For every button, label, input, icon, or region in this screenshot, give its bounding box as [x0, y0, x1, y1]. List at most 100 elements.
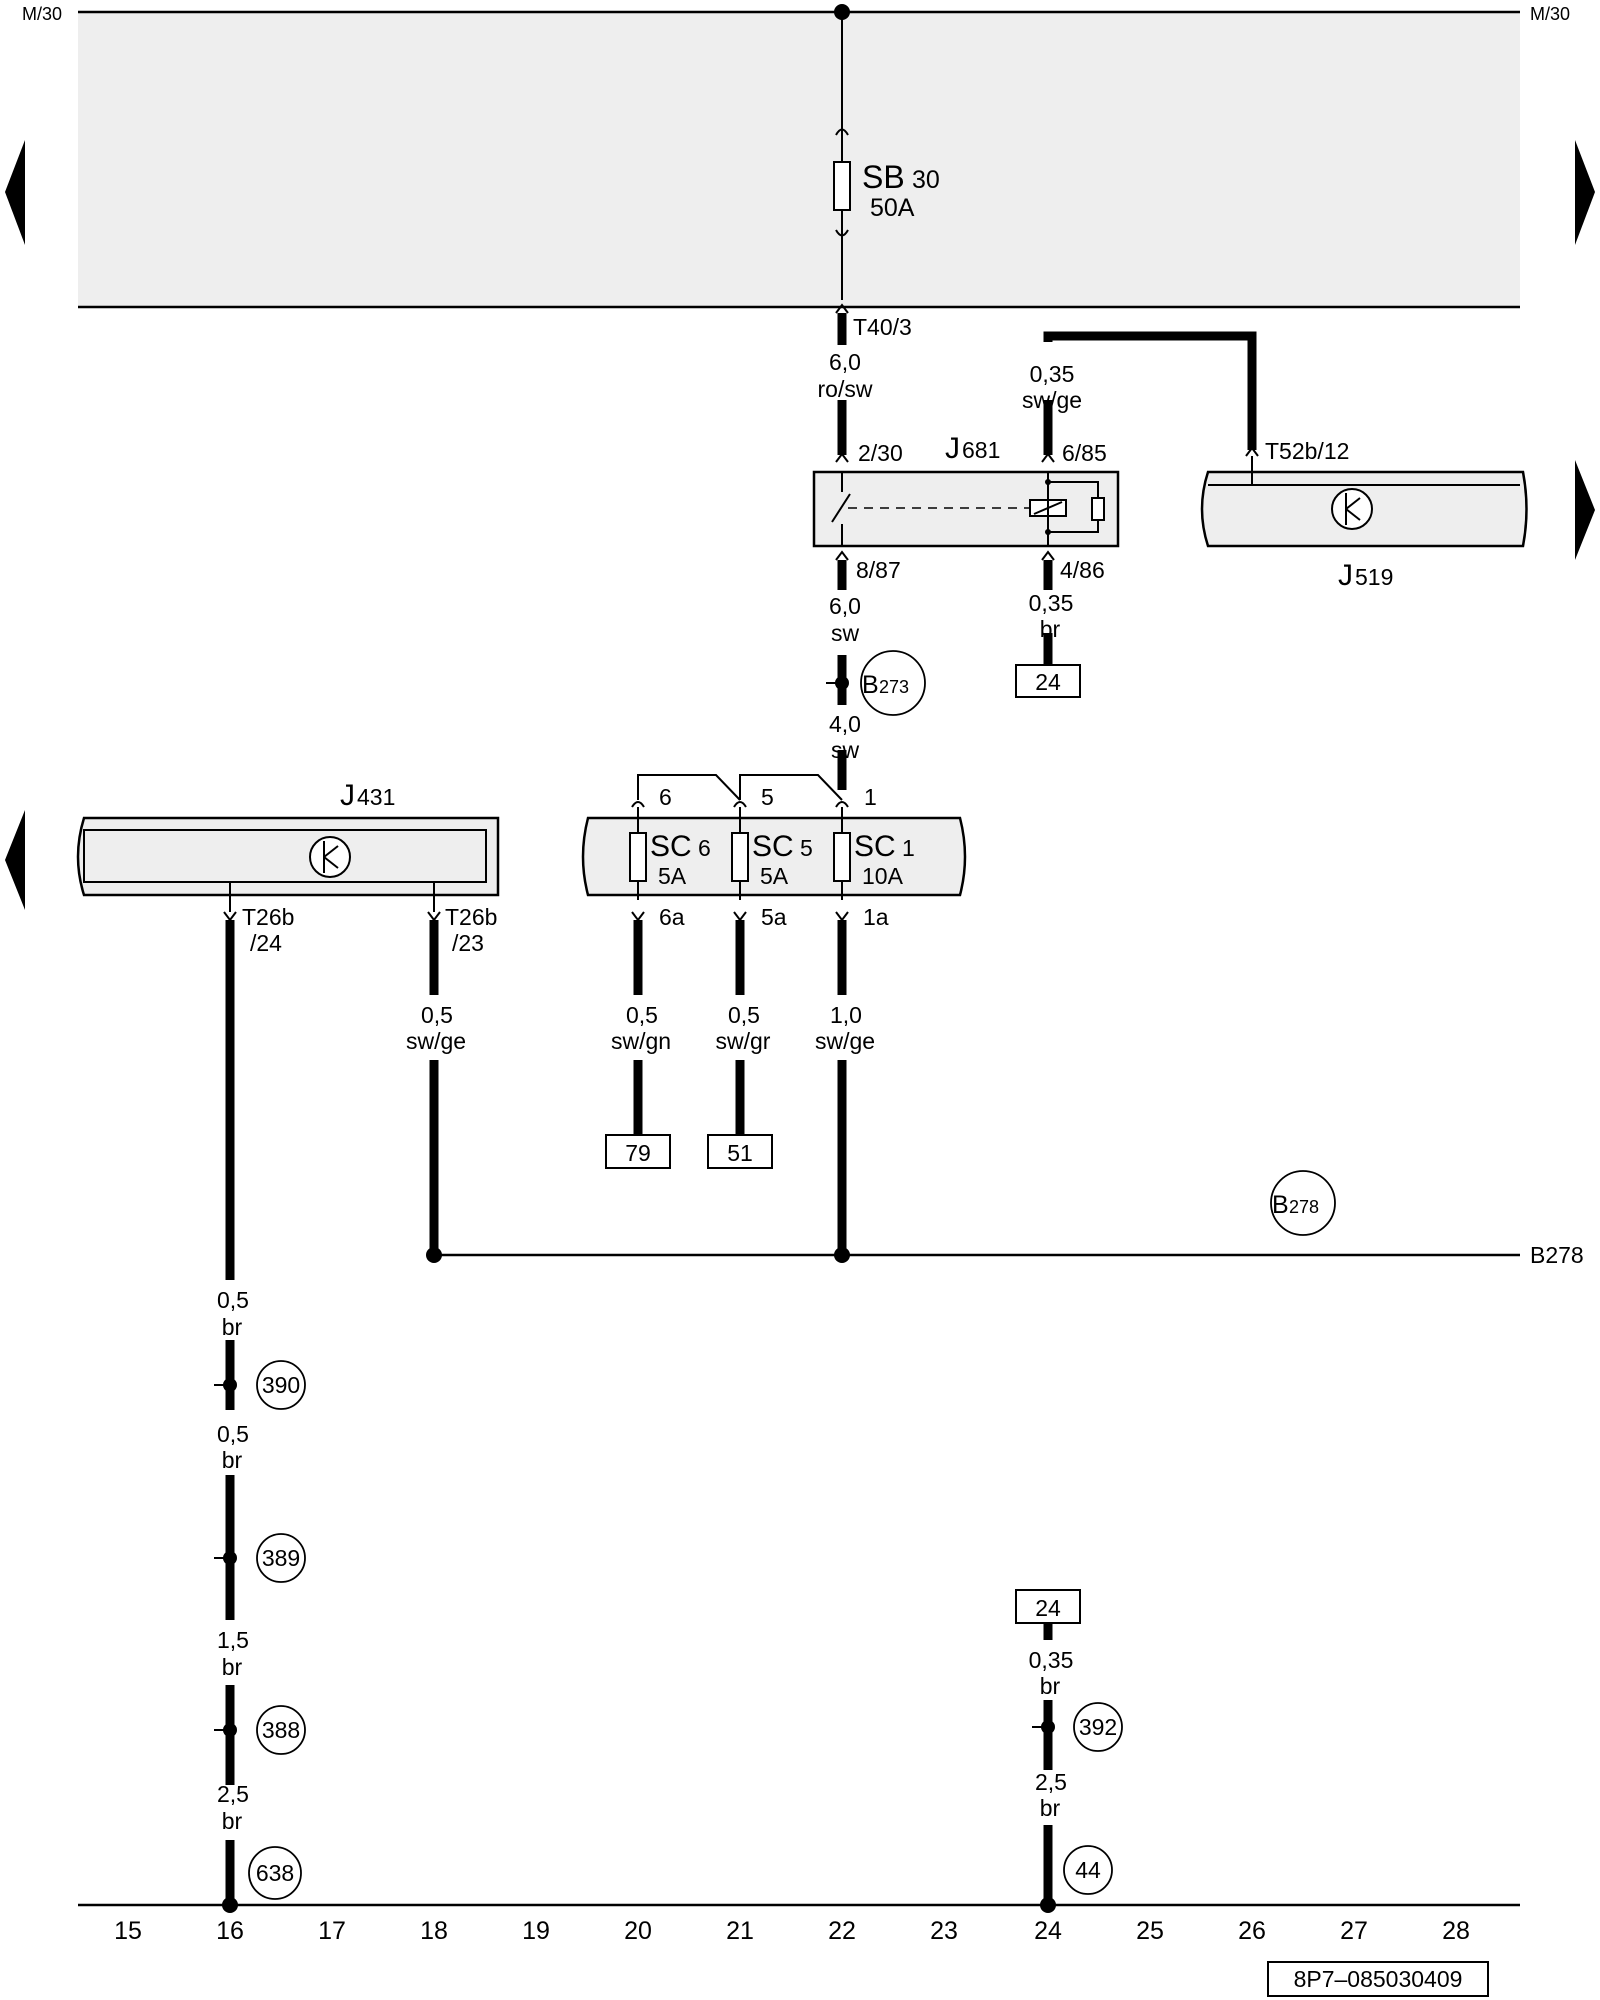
connection-dot [223, 1378, 237, 1392]
ground-point-390[interactable] [256, 1360, 306, 1410]
track-number: 16 [216, 1917, 244, 1945]
bus-label-b278: B278 [1530, 1242, 1584, 1268]
ground-label: 390 [262, 1372, 300, 1398]
connector-arrow [427, 911, 441, 922]
fuse-sc5-number: 5 [800, 835, 813, 861]
module-j431-pin-a1: T26b [242, 904, 294, 930]
track-number: 15 [114, 1917, 142, 1945]
wire-color: sw [831, 620, 860, 646]
wire-size: 2,5 [1035, 1769, 1067, 1795]
relay-j681-name: J [945, 432, 960, 465]
wire-color: sw/ge [406, 1028, 466, 1054]
relay-j681-number: 681 [962, 437, 1000, 463]
track-number: 23 [930, 1917, 958, 1945]
relay-pin-2-30: 2/30 [858, 440, 903, 466]
triangle-right-icon[interactable] [1575, 140, 1595, 245]
reference-51: 51 [727, 1140, 753, 1166]
connector-arrow [835, 303, 849, 314]
wire-relay-ctrl [1043, 331, 1257, 450]
relay-j681-box [812, 470, 1120, 548]
wire-size: 0,5 [421, 1002, 453, 1028]
track-number: 24 [1034, 1917, 1062, 1945]
relay-resistor [1091, 497, 1105, 521]
reference-box[interactable] [1015, 664, 1081, 698]
module-j431-box [76, 816, 500, 897]
fuse-pin-out: 5a [761, 904, 787, 930]
ground-label: 638 [256, 1860, 294, 1886]
connector-arrow [1041, 452, 1055, 463]
connection-point-b278[interactable] [1270, 1170, 1336, 1236]
connector-arrow [733, 911, 747, 922]
reference-box[interactable] [605, 1134, 671, 1169]
wire-size: 0,5 [217, 1421, 249, 1447]
triangle-left-icon[interactable] [5, 810, 25, 910]
wire-size: 1,0 [830, 1002, 862, 1028]
reference-24-top: 24 [1035, 669, 1061, 695]
ground-label: 44 [1075, 1857, 1101, 1883]
fuse-bridge [739, 774, 843, 801]
ground-label: 388 [262, 1717, 300, 1743]
fuse-sb30-symbol [833, 161, 851, 211]
ground-point-389[interactable] [256, 1533, 306, 1583]
connector-arrow [835, 452, 849, 463]
wire-color: br [1040, 1795, 1061, 1821]
wire-color: ro/sw [818, 376, 873, 402]
wire-size: 4,0 [829, 711, 861, 737]
wire-color: br [222, 1808, 243, 1834]
connector-arrow [1041, 550, 1055, 561]
reference-box[interactable] [1015, 1589, 1081, 1624]
fuse-sc1-rating: 10A [862, 863, 904, 889]
fuse-sc1-symbol [833, 832, 851, 882]
fuse-sc5-symbol [731, 832, 749, 882]
reference-box[interactable] [707, 1134, 773, 1169]
module-j519-pin: T52b/12 [1265, 438, 1349, 464]
ground-point-44[interactable] [1063, 1845, 1113, 1895]
module-j431-inner [83, 829, 487, 883]
track-number: 25 [1136, 1917, 1164, 1945]
ground-point-392[interactable] [1073, 1702, 1123, 1752]
module-j519-name: J [1338, 559, 1353, 592]
rail-label-left: M/30 [22, 4, 62, 24]
triangle-left-icon[interactable] [5, 140, 25, 245]
wire-color: br [222, 1314, 243, 1340]
track-number: 22 [828, 1917, 856, 1945]
track-number: 26 [1238, 1917, 1266, 1945]
fuse-connector-arc [835, 801, 849, 808]
module-j431-pin-b1: T26b [445, 904, 497, 930]
fuse-sc5-name: SC [752, 830, 794, 863]
wire-size: 2,5 [217, 1781, 249, 1807]
fuse-pin-in: 1 [864, 784, 877, 810]
ground-point-638[interactable] [248, 1846, 302, 1900]
connection-b278-letter: B [1272, 1191, 1289, 1219]
fuse-sc6-name: SC [650, 830, 692, 863]
fuse-pin-out: 6a [659, 904, 685, 930]
track-number: 28 [1442, 1917, 1470, 1945]
module-j519-number: 519 [1355, 564, 1393, 590]
doc-code: 8P7–085030409 [1294, 1966, 1463, 1992]
connection-b273-number: 273 [879, 677, 909, 697]
triangle-right-icon[interactable] [1575, 460, 1595, 560]
ground-point-388[interactable] [256, 1705, 306, 1755]
wire-size: 0,35 [1030, 361, 1075, 387]
connection-b273-letter: B [862, 671, 879, 699]
fuse-pin-in: 6 [659, 784, 672, 810]
wire-size: 0,5 [626, 1002, 658, 1028]
relay-pin-8-87: 8/87 [856, 557, 901, 583]
reference-79: 79 [625, 1140, 651, 1166]
track-numbers: 15 16 17 18 19 20 21 22 23 24 25 26 27 2… [114, 1917, 1470, 1945]
track-number: 21 [726, 1917, 754, 1945]
fuse-pin-out: 1a [863, 904, 889, 930]
track-number: 17 [318, 1917, 346, 1945]
connection-point-b273[interactable] [860, 650, 926, 716]
connector-arrow [223, 911, 237, 922]
wire-color: sw [831, 737, 860, 763]
fuse-connector-arc [733, 801, 747, 808]
fuse-sc6-symbol [629, 832, 647, 882]
track-number: 20 [624, 1917, 652, 1945]
control-unit-symbol-icon [309, 836, 351, 878]
wire-color: br [1040, 1673, 1061, 1699]
rail-label-right: M/30 [1530, 4, 1570, 24]
track-number: 19 [522, 1917, 550, 1945]
connector-arrow [835, 911, 849, 922]
